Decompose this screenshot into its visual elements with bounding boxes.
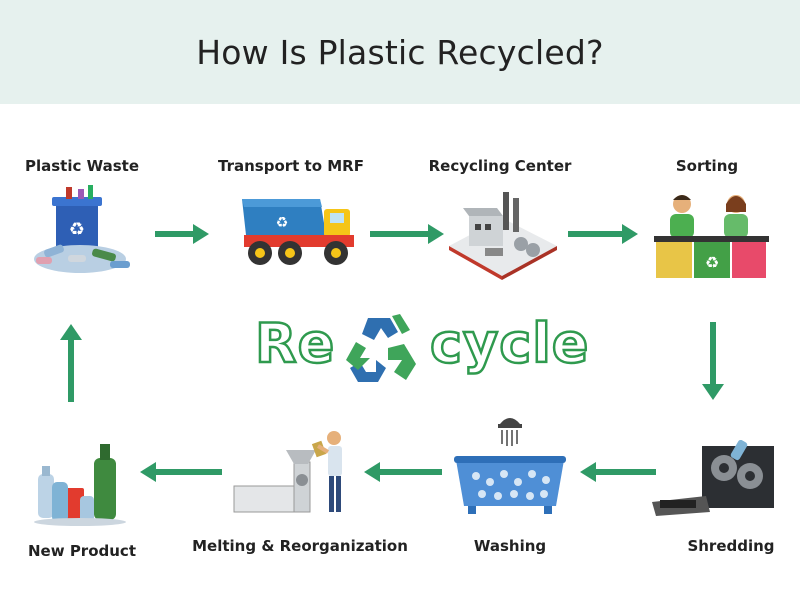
arrow-up-icon: [60, 324, 82, 402]
bottles-icon: [34, 444, 126, 526]
arrow-left-icon: [364, 462, 442, 482]
step-label-plastic-waste: Plastic Waste: [24, 157, 140, 175]
shredder-machine-icon: [652, 440, 774, 516]
step-label-transport: Transport to MRF: [218, 157, 364, 175]
washing-tub-icon: [454, 418, 566, 514]
factory-icon: [449, 192, 557, 280]
melting-machine-icon: [233, 431, 342, 513]
arrow-right-icon: [568, 224, 638, 244]
step-label-recycling-center: Recycling Center: [428, 157, 572, 175]
title-banner: How Is Plastic Recycled?: [0, 0, 800, 104]
recycle-symbol-icon: [346, 314, 416, 382]
step-label-sorting: Sorting: [675, 157, 739, 175]
svg-text:♻: ♻: [276, 215, 289, 231]
arrow-down-icon: [702, 322, 724, 400]
arrow-right-icon: [370, 224, 444, 244]
svg-text:♻: ♻: [705, 253, 719, 272]
arrow-right-icon: [155, 224, 209, 244]
page-title: How Is Plastic Recycled?: [196, 32, 604, 72]
plastic-waste-icon: ♻: [34, 185, 130, 273]
arrow-left-icon: [140, 462, 222, 482]
step-label-melting: Melting & Reorganization: [192, 537, 408, 555]
svg-text:♻: ♻: [69, 219, 85, 240]
dump-truck-icon: ♻: [242, 199, 354, 265]
arrow-left-icon: [580, 462, 656, 482]
sorting-people-icon: ♻: [654, 195, 769, 278]
step-label-washing: Washing: [473, 537, 547, 555]
logo-text-cycle: cycle: [429, 311, 590, 377]
step-label-new-product: New Product: [28, 542, 136, 560]
step-label-shredding: Shredding: [687, 537, 775, 555]
logo-text-re: Re: [254, 311, 336, 377]
